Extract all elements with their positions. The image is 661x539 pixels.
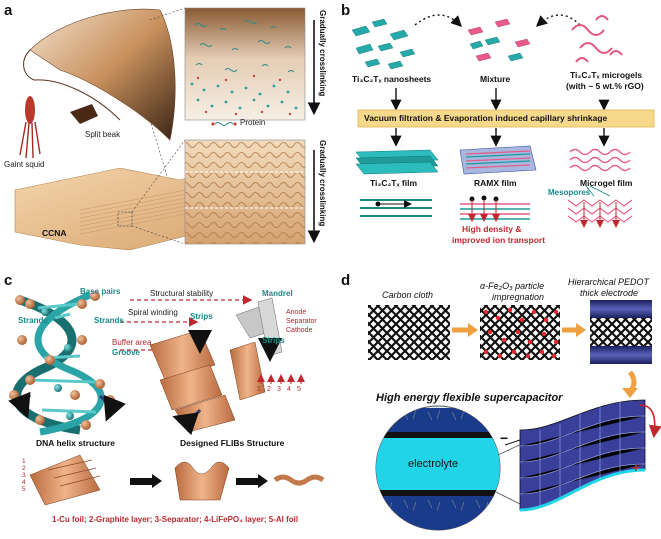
- panel-a-label: a: [4, 2, 13, 19]
- stack-number-3: 3: [22, 472, 26, 479]
- microgel-film-label: Microgel film: [580, 178, 633, 188]
- gaint-squid-label: Gaint squid: [4, 160, 45, 169]
- stack-number-2: 2: [22, 465, 26, 472]
- strips-mid-label: Strips: [190, 312, 213, 321]
- flib-structure-title: Designed FLIBs Structure: [180, 438, 285, 448]
- ramx-film: [459, 145, 537, 175]
- mesopores-label: Mesopores: [548, 188, 591, 197]
- plus-terminal: +: [632, 460, 640, 475]
- fe2o3-label: α-Fe₂O₃ particle: [480, 281, 545, 291]
- crosslink-top-label: Gradually crosslinking: [318, 10, 327, 97]
- stack-number-1: 1: [22, 458, 26, 465]
- split-beak-label: Split beak: [85, 130, 121, 139]
- pedot-label: Hierarchical PEDOT: [568, 277, 650, 287]
- protein-label: Protein: [240, 118, 266, 127]
- base-pairs-label: Base pairs: [80, 287, 121, 296]
- panel-d-graphics: [368, 300, 661, 531]
- impregnation-label: impregnation: [492, 292, 545, 302]
- cathode-label: Cathode: [286, 327, 313, 334]
- panel-b-graphics: [351, 14, 655, 228]
- stack-number-4: 4: [22, 479, 26, 486]
- process-box-label: Vacuum filtration & Evaporation induced …: [364, 113, 608, 123]
- ti3c2-film-label: Ti₃C₂Tₓ film: [370, 178, 418, 188]
- ccna-label: CCNA: [42, 228, 67, 238]
- mandrel-label: Mandrel: [262, 289, 293, 298]
- microgel-film: [569, 148, 631, 172]
- layer-number-3: 3: [277, 386, 281, 393]
- strands-mid-label: Strands: [94, 316, 124, 325]
- minus-terminal: −: [500, 430, 509, 446]
- separator-label: Separator: [286, 318, 317, 325]
- ion-transport-label: improved ion transport: [452, 235, 546, 245]
- carbon-cloth-label: Carbon cloth: [382, 290, 434, 300]
- high-density-label: High density &: [462, 224, 522, 234]
- strips-right-label: Strips: [262, 336, 285, 345]
- groove-label: Groove: [112, 348, 141, 357]
- anode-label: Anode: [286, 309, 307, 316]
- layer-number-1: 1: [257, 386, 261, 393]
- strands-left-label: Strands: [18, 316, 48, 325]
- ramx-film-label: RAMX film: [474, 178, 517, 188]
- crosslink-bottom-label: Gradually crosslinking: [318, 140, 327, 227]
- electrolyte-label: electrolyte: [408, 458, 459, 470]
- mixture-label: Mixture: [480, 74, 511, 84]
- panel-c-label: c: [4, 272, 13, 289]
- stack-number-5: 5: [22, 486, 26, 493]
- panel-b-label: b: [341, 2, 351, 19]
- ti3c2-film: [355, 149, 439, 175]
- panel-c-graphics: [8, 291, 325, 506]
- layer-number-2: 2: [267, 386, 271, 393]
- supercapacitor-title: High energy flexible supercapacitor: [376, 392, 563, 404]
- panel-a-graphics: [14, 7, 321, 251]
- microgels-label: Ti₃C₂Tₓ microgels: [570, 70, 643, 80]
- layers-legend: 1-Cu foil; 2-Graphite layer; 3-Separator…: [52, 515, 299, 524]
- dna-helix-title: DNA helix structure: [36, 438, 116, 448]
- panel-d-label: d: [341, 272, 351, 289]
- structural-stability-label: Structural stability: [150, 289, 214, 298]
- nanosheets-label: Ti₃C₂Tₓ nanosheets: [352, 74, 432, 84]
- buffer-area-label: Buffer area: [112, 338, 152, 347]
- microgels-rgo-label: (with ~ 5 wt.% rGO): [566, 81, 644, 91]
- layer-number-4: 4: [287, 386, 291, 393]
- thick-electrode-label: thick electrode: [580, 288, 639, 298]
- spiral-winding-label: Spiral winding: [128, 308, 178, 317]
- layer-number-5: 5: [297, 386, 301, 393]
